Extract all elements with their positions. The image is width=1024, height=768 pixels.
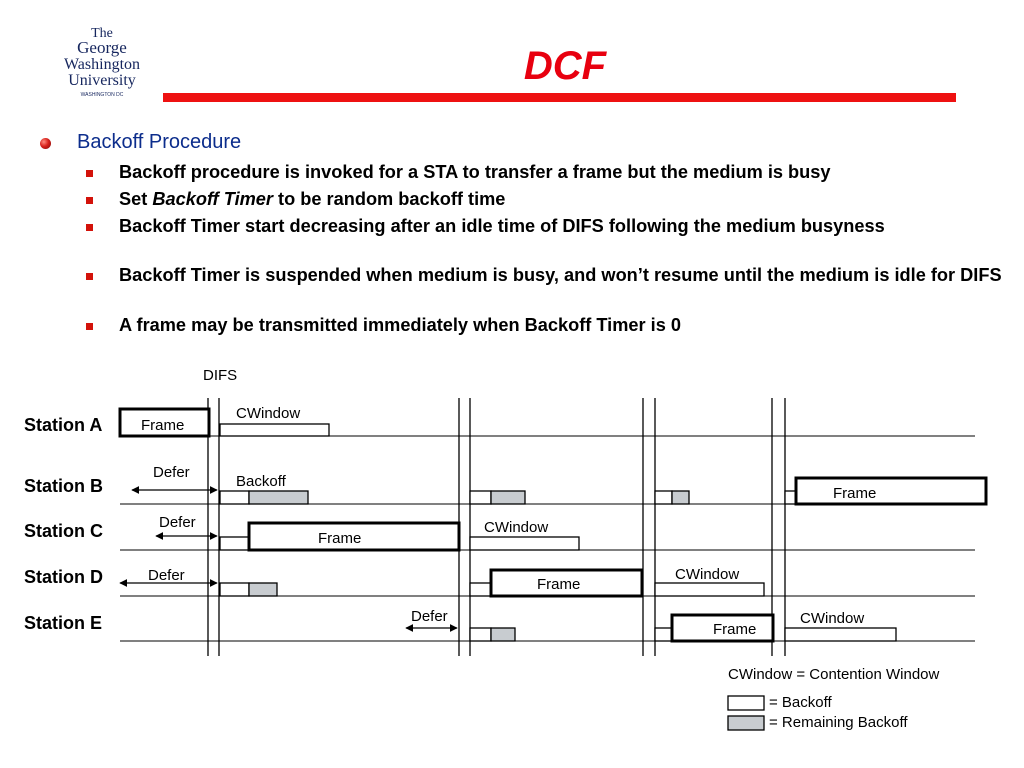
bullet-item-1-text: Backoff procedure is invoked for a STA t…: [119, 162, 831, 182]
remaining-backoff-block: [671, 490, 690, 505]
cwindow-block: [469, 536, 580, 551]
station-b-label: Station B: [24, 476, 103, 496]
bullet-item-5-text: A frame may be transmitted immediately w…: [119, 315, 681, 335]
diagram-legend: CWindow = Contention Window = Backoff = …: [727, 666, 940, 731]
bullet-item-2-post: to be random backoff time: [272, 189, 506, 209]
remaining-backoff-block: [490, 627, 516, 642]
backoff-block: [469, 627, 492, 642]
difs-label: DIFS: [203, 367, 237, 384]
station-e-frame-text: Frame: [713, 621, 756, 638]
remaining-backoff-block: [248, 490, 309, 505]
station-d-label: Station D: [24, 567, 103, 587]
logo-line-5: WASHINGTON DC: [81, 92, 124, 98]
remaining-backoff-block: [490, 490, 526, 505]
legend-remaining-backoff-swatch: [727, 715, 765, 731]
square-bullet-icon: [86, 170, 93, 177]
bullet-item-2-text: Set Backoff Timer to be random backoff t…: [119, 189, 1019, 209]
bullet-item-4-text: Backoff Timer is suspended when medium i…: [119, 265, 1002, 285]
frame-block: [489, 568, 644, 598]
station-c-cwindow-text: CWindow: [484, 519, 548, 536]
station-b-defer-text: Defer: [153, 464, 190, 481]
round-bullet-icon: [40, 138, 51, 149]
station-b-backoff-text: Backoff: [236, 473, 287, 490]
station-c-defer-text: Defer: [159, 514, 196, 531]
university-logo: The George Washington University WASHING…: [64, 26, 140, 98]
legend-remaining-backoff-text: = Remaining Backoff: [769, 714, 908, 731]
station-d-frame-text: Frame: [537, 576, 580, 593]
station-c-label: Station C: [24, 521, 103, 541]
cwindow-block: [784, 627, 897, 642]
station-a-frame-text: Frame: [141, 417, 184, 434]
backoff-block: [469, 582, 492, 597]
station-c-frame-text: Frame: [318, 530, 361, 547]
square-bullet-icon: [86, 273, 93, 280]
square-bullet-icon: [86, 323, 93, 330]
bullet-item-3-text: Backoff Timer start decreasing after an …: [119, 216, 885, 236]
backoff-block: [219, 490, 250, 505]
station-e-label: Station E: [24, 613, 102, 633]
remaining-backoff-block: [248, 582, 278, 597]
legend-backoff-text: = Backoff: [769, 694, 833, 711]
legend-cwindow-definition: CWindow = Contention Window: [728, 666, 940, 683]
station-d-defer-text: Defer: [148, 567, 185, 584]
station-d-timeline: [119, 568, 975, 598]
station-e-cwindow-text: CWindow: [800, 610, 864, 627]
station-a-label: Station A: [24, 415, 102, 435]
frame-block: [670, 613, 775, 643]
slide-title: DCF: [523, 44, 607, 88]
backoff-block: [469, 490, 492, 505]
logo-line-1: The: [91, 26, 113, 41]
station-b-timeline: [120, 476, 988, 506]
bullet-item-2-emphasis: Backoff Timer: [152, 189, 273, 209]
square-bullet-icon: [86, 224, 93, 231]
station-d-cwindow-text: CWindow: [675, 566, 739, 583]
frame-block: [247, 521, 461, 552]
backoff-block: [654, 627, 673, 642]
frame-block: [794, 476, 988, 506]
frame-block: [118, 407, 211, 438]
logo-line-4: University: [68, 72, 136, 89]
cwindow-block: [654, 582, 765, 597]
logo-line-2: George: [77, 38, 127, 57]
station-e-defer-text: Defer: [411, 608, 448, 625]
logo-line-3: Washington: [64, 56, 140, 73]
cwindow-block: [219, 423, 330, 437]
title-underline: [163, 93, 956, 102]
bullet-heading-text: Backoff Procedure: [77, 131, 242, 153]
backoff-block: [219, 536, 250, 551]
backoff-block: [784, 490, 797, 505]
station-a-cwindow-text: CWindow: [236, 405, 300, 422]
legend-backoff-swatch: [727, 695, 765, 711]
bullet-item-2-pre: Set: [119, 189, 153, 209]
station-a-timeline: [118, 407, 975, 438]
station-e-timeline: [120, 613, 975, 643]
station-c-timeline: [120, 521, 975, 552]
station-b-frame-text: Frame: [833, 485, 876, 502]
time-boundaries: [207, 398, 786, 656]
backoff-block: [219, 582, 250, 597]
backoff-block: [654, 490, 673, 505]
square-bullet-icon: [86, 197, 93, 204]
